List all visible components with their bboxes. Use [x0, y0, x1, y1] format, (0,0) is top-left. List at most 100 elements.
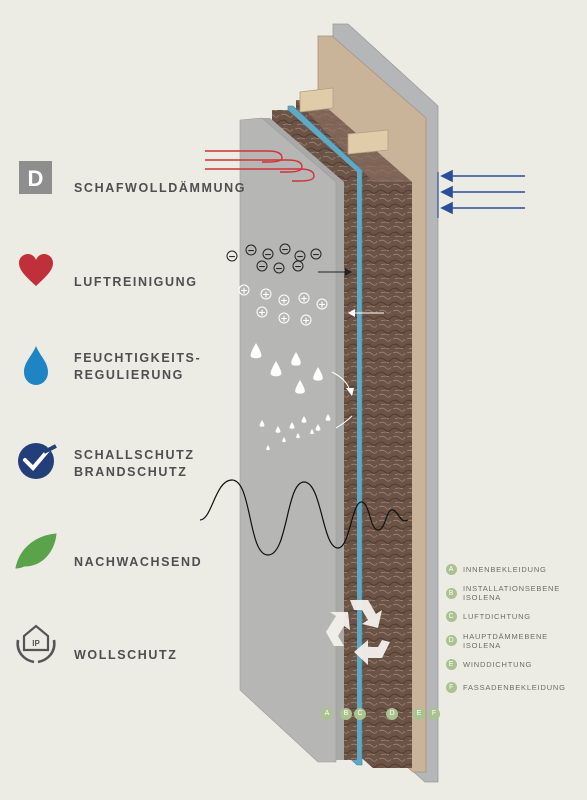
negative-ion: − — [226, 250, 238, 263]
positive-ion: + — [298, 292, 310, 305]
legend-badge: C — [446, 611, 457, 623]
water-drop — [313, 367, 323, 381]
legend-item: C LUFTDICHTUNG — [446, 605, 587, 629]
negative-ion: − — [273, 262, 285, 275]
timber-batten-middle — [347, 129, 389, 155]
water-drop — [259, 420, 265, 427]
positive-ions: + + + + + + + + — [238, 284, 328, 327]
legend-text: LUFTDICHTUNG — [463, 612, 531, 622]
d-logo-icon: D — [19, 161, 52, 194]
water-drop — [266, 445, 270, 451]
legend-badge: A — [446, 564, 457, 576]
water-drop — [291, 352, 301, 366]
checkmark-seal-icon — [18, 443, 57, 479]
feature-feuchtigkeitsregulierung: FEUCHTIGKEITS- REGULIERUNG — [16, 347, 201, 387]
svg-text:−: − — [228, 253, 236, 263]
feature-nachwachsend: NACHWACHSEND — [16, 542, 202, 582]
water-drop-icon — [24, 346, 48, 385]
positive-ion: + — [256, 306, 268, 319]
negative-ion: − — [256, 260, 268, 273]
positive-ion: + — [260, 288, 272, 301]
legend-text: WINDDICHTUNG — [463, 659, 533, 669]
svg-text:+: + — [240, 287, 248, 297]
recycle-icon — [326, 600, 390, 665]
heart-icon — [19, 254, 53, 286]
legend-item: D HAUPTDÄMMEBENE ISOLENA — [446, 629, 587, 653]
red-airflow-arrows — [205, 150, 315, 182]
legend-text: FASSADENBEKLEIDUNG — [463, 683, 566, 693]
positive-ion: + — [238, 284, 250, 297]
water-drop — [270, 361, 282, 377]
positive-ion: + — [316, 298, 328, 311]
legend-text: INNENBEKLEIDUNG — [463, 565, 547, 575]
positive-ion: + — [300, 314, 312, 327]
interior-board-face — [239, 117, 337, 763]
legend-item: A INNENBEKLEIDUNG — [446, 558, 587, 582]
sound-wave — [199, 479, 409, 556]
water-drop — [250, 343, 262, 359]
negative-ion: − — [310, 248, 322, 261]
water-drop — [325, 414, 331, 421]
legend-badge: F — [446, 682, 457, 694]
svg-text:−: − — [294, 263, 302, 273]
svg-text:−: − — [247, 247, 255, 257]
water-drop — [275, 426, 281, 433]
positive-ion: + — [278, 312, 290, 325]
layer-marker-d: D — [386, 708, 398, 720]
feature-luftreinigung: LUFTREINIGUNG — [16, 262, 198, 302]
water-drop — [301, 416, 307, 423]
svg-text:+: + — [258, 309, 266, 319]
feature-wollschutz: WOLLSCHUTZ — [16, 635, 177, 675]
feature-label: WOLLSCHUTZ — [74, 647, 178, 662]
feature-label: NACHWACHSEND — [74, 554, 203, 569]
negative-ion: − — [292, 260, 304, 273]
negative-ion: − — [279, 243, 291, 256]
moisture-drops — [250, 343, 331, 451]
svg-text:IP: IP — [32, 639, 40, 648]
layer-marker-f: F — [428, 708, 440, 720]
feature-label: SCHAFWOLLDÄMMUNG — [74, 180, 247, 195]
svg-text:−: − — [275, 265, 283, 275]
svg-text:+: + — [280, 297, 288, 307]
water-drop — [310, 429, 314, 435]
timber-batten-top — [299, 87, 334, 113]
svg-text:−: − — [296, 253, 304, 263]
legend-text: INSTALLATIONSEBENE ISOLENA — [463, 584, 561, 603]
water-drop — [296, 433, 300, 439]
legend-item: F FASSADENBEKLEIDUNG — [446, 676, 587, 700]
layer-marker-c: C — [354, 708, 366, 720]
svg-text:−: − — [264, 251, 272, 261]
feature-schallschutz-brandschutz: SCHALLSCHUTZ BRANDSCHUTZ — [16, 444, 195, 484]
svg-text:+: + — [318, 301, 326, 311]
svg-text:+: + — [300, 295, 308, 305]
feature-label: FEUCHTIGKEITS- REGULIERUNG — [74, 351, 202, 382]
svg-text:−: − — [258, 263, 266, 273]
water-drop — [289, 422, 295, 429]
svg-text:+: + — [262, 291, 270, 301]
legend-item: E WINDDICHTUNG — [446, 652, 587, 676]
svg-text:−: − — [312, 251, 320, 261]
legend-badge: D — [446, 635, 457, 647]
water-drop — [282, 437, 286, 443]
water-drop — [315, 424, 321, 431]
feature-label: SCHALLSCHUTZ BRANDSCHUTZ — [74, 448, 195, 479]
positive-ion: + — [278, 294, 290, 307]
legend-text: HAUPTDÄMMEBENE ISOLENA — [463, 631, 548, 650]
legend-badge: E — [446, 658, 457, 670]
negative-ion: − — [245, 244, 257, 257]
blue-wind-arrows — [437, 169, 525, 218]
protected-house-hands-icon: IP — [16, 624, 56, 664]
feature-schafwolldaemmung: SCHAFWOLLDÄMMUNG — [16, 168, 246, 208]
svg-text:+: + — [302, 317, 310, 327]
svg-text:D: D — [28, 166, 44, 191]
negative-ions: −−−−−−−−− — [226, 243, 322, 275]
svg-text:+: + — [280, 315, 288, 325]
leaf-icon — [15, 533, 57, 569]
layer-marker-e: E — [413, 708, 425, 720]
svg-text:−: − — [281, 246, 289, 256]
feature-label: LUFTREINIGUNG — [74, 274, 198, 289]
